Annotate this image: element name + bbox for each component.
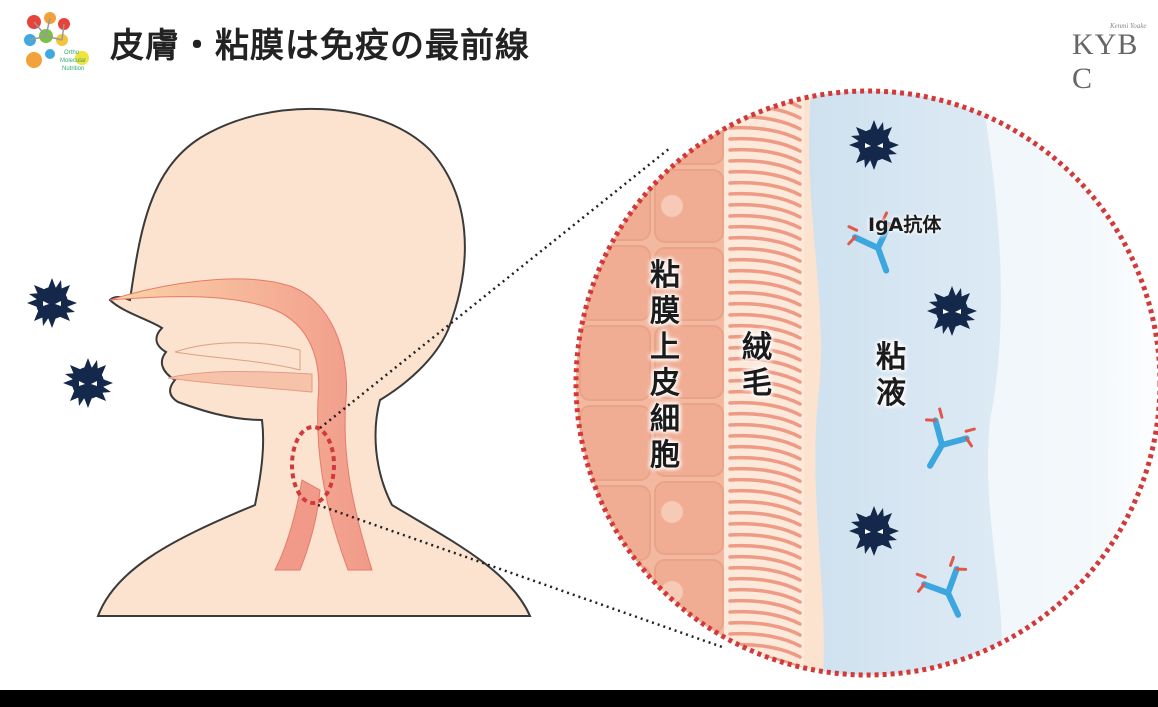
virus-icon bbox=[27, 278, 77, 328]
slide: Ortho Molecular Nutrition 皮膚・粘膜は免疫の最前線 K… bbox=[0, 0, 1158, 690]
head-silhouette bbox=[98, 109, 530, 616]
label-char: 膜 bbox=[650, 294, 680, 330]
label-char: 胞 bbox=[650, 438, 680, 474]
cilium bbox=[730, 667, 800, 679]
label-char: 絨 bbox=[742, 330, 772, 366]
label-char: 毛 bbox=[742, 366, 772, 402]
cilium bbox=[730, 678, 800, 690]
diagram-canvas bbox=[0, 0, 1158, 690]
label-char: 細 bbox=[650, 402, 680, 438]
label-char: 液 bbox=[876, 376, 906, 412]
virus-icon bbox=[927, 286, 977, 336]
label-mucus: 粘 液 bbox=[876, 340, 906, 412]
label-char: 上 bbox=[650, 330, 680, 366]
virus-icon bbox=[63, 358, 113, 408]
label-char: 粘 bbox=[876, 340, 906, 376]
label-epithelial-cells: 粘 膜 上 皮 細 胞 bbox=[650, 258, 680, 474]
label-iga-antibody: IgA抗体 bbox=[868, 210, 941, 237]
virus-icon bbox=[849, 506, 899, 556]
label-cilia: 絨 毛 bbox=[742, 330, 772, 402]
virus-icon bbox=[849, 120, 899, 170]
label-char: 皮 bbox=[650, 366, 680, 402]
label-char: 粘 bbox=[650, 258, 680, 294]
bottom-bar bbox=[0, 690, 1158, 707]
